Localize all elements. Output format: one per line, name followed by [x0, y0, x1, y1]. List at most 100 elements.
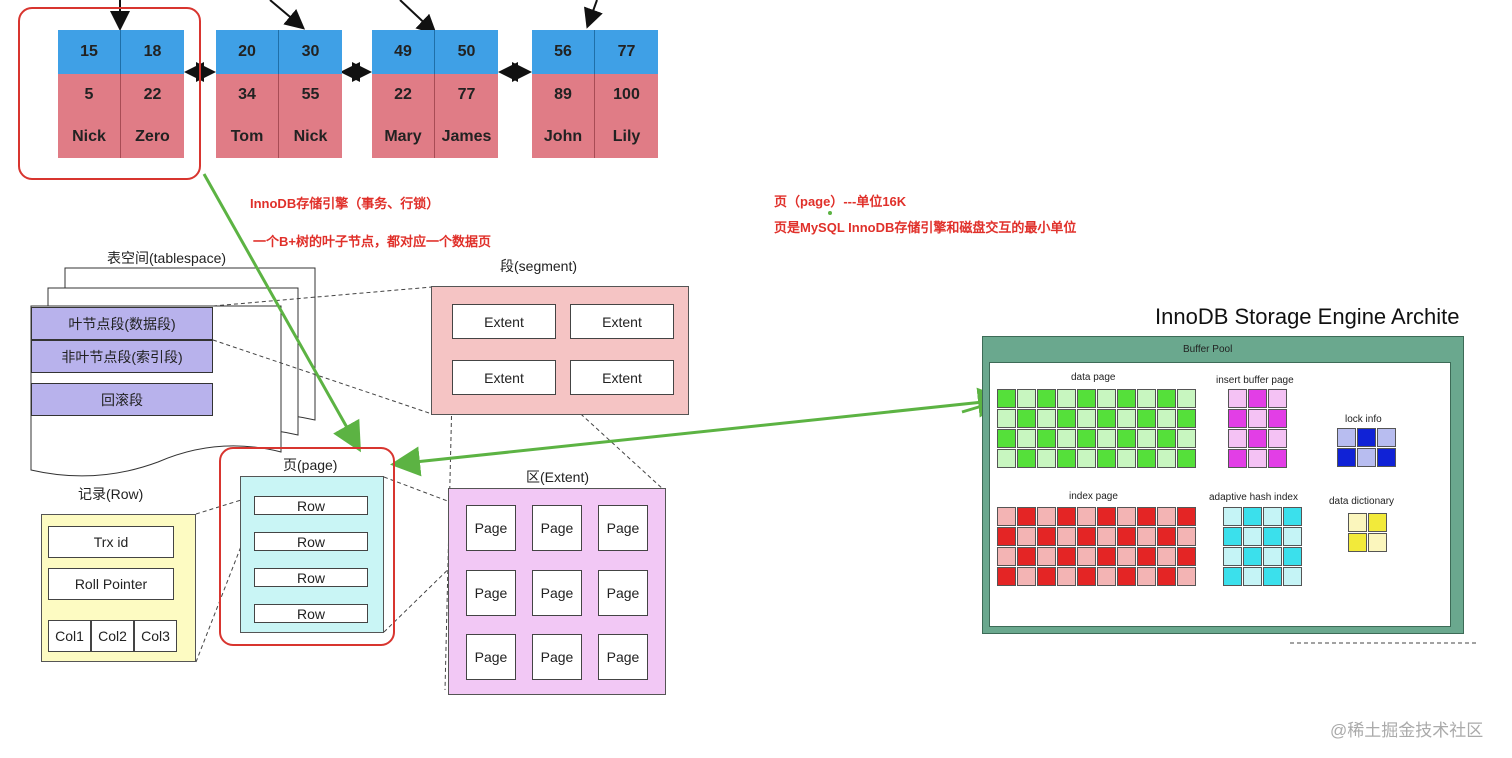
buffer-tile: [1368, 533, 1387, 552]
buffer-tile: [1228, 389, 1247, 408]
innodb-note: InnoDB存储引擎（事务、行锁）: [250, 196, 440, 211]
buffer-tile: [1097, 527, 1116, 546]
buffer-tile: [1248, 429, 1267, 448]
buffer-tile: [1137, 527, 1156, 546]
id-cell: 100: [595, 74, 658, 116]
id-cell: 89: [532, 74, 595, 116]
page-cell: Page: [532, 570, 582, 616]
buffer-tile: [1097, 409, 1116, 428]
buffer-tile: [1157, 449, 1176, 468]
buffer-tile: [1248, 409, 1267, 428]
buffer-tile: [1177, 449, 1196, 468]
extent-box: Extent: [452, 360, 556, 395]
buffer-tile: [1077, 507, 1096, 526]
buffer-tile: [1037, 449, 1056, 468]
segment-title: 段(segment): [500, 258, 578, 274]
buffer-tile: [1117, 567, 1136, 586]
buffer-tile: [1177, 567, 1196, 586]
buffer-tile: [1157, 527, 1176, 546]
page-cell: Page: [466, 634, 516, 680]
pointer-arrow: [584, 0, 603, 29]
buffer-tile: [1077, 449, 1096, 468]
buffer-tile: [997, 409, 1016, 428]
buffer-tile: [1348, 533, 1367, 552]
leaf-segment: 叶节点段(数据段): [31, 307, 213, 340]
page-title: 页(page): [283, 457, 338, 473]
buffer-tile: [1017, 547, 1036, 566]
buffer-tile: [1037, 409, 1056, 428]
row-box: Row: [254, 568, 368, 587]
buffer-tile: [1037, 567, 1056, 586]
buffer-tile: [1077, 429, 1096, 448]
buffer-tile: [997, 527, 1016, 546]
buffer-tile: [1097, 507, 1116, 526]
buffer-tile: [1017, 389, 1036, 408]
buffer-tile: [997, 567, 1016, 586]
buffer-tile: [1283, 527, 1302, 546]
buffer-tile: [1017, 527, 1036, 546]
buffer-tile: [1077, 527, 1096, 546]
buffer-tile: [1097, 567, 1116, 586]
buffer-tile: [1117, 389, 1136, 408]
page-cell: Page: [598, 570, 648, 616]
buffer-tile: [1117, 409, 1136, 428]
extent-title: 区(Extent): [526, 469, 590, 485]
buffer-tile: [1137, 389, 1156, 408]
buffer-tile: [1157, 389, 1176, 408]
index-page-grid: [997, 507, 1196, 586]
id-cell: 22: [121, 74, 184, 116]
buffer-tile: [1283, 507, 1302, 526]
buffer-tile: [997, 389, 1016, 408]
page-cell: Page: [532, 505, 582, 551]
data-page-label: data page: [1071, 372, 1116, 383]
buffer-tile: [1177, 547, 1196, 566]
pointer-arrow: [399, 0, 437, 35]
row-box: Row: [254, 496, 368, 515]
key-cell: 30: [279, 30, 342, 74]
roll-pointer-field: Roll Pointer: [48, 568, 174, 600]
buffer-tile: [1243, 527, 1262, 546]
buffer-tile: [1037, 507, 1056, 526]
index-page-label: index page: [1069, 491, 1118, 502]
buffer-tile: [1377, 428, 1396, 447]
buffer-tile: [1017, 429, 1036, 448]
row-box: Row: [254, 532, 368, 551]
page-definition-note: 页是MySQL InnoDB存储引擎和磁盘交互的最小单位: [774, 220, 1077, 235]
id-cell: 22: [372, 74, 435, 116]
buffer-tile: [1177, 429, 1196, 448]
row-title: 记录(Row): [78, 486, 144, 502]
buffer-tile: [1097, 449, 1116, 468]
buffer-tile: [1137, 567, 1156, 586]
adaptive-hash-label: adaptive hash index: [1209, 492, 1298, 503]
leaf-highlight: [18, 7, 201, 180]
rollback-segment: 回滚段: [31, 383, 213, 416]
insert-buffer-label: insert buffer page: [1216, 375, 1294, 386]
name-cell: Nick: [279, 116, 342, 158]
buffer-tile: [1348, 513, 1367, 532]
id-cell: 34: [216, 74, 279, 116]
buffer-tile: [1037, 429, 1056, 448]
buffer-tile: [1057, 389, 1076, 408]
extent-box: Extent: [570, 304, 674, 339]
buffer-tile: [1017, 567, 1036, 586]
buffer-tile: [1077, 409, 1096, 428]
leaf-to-page-arrow: [202, 173, 361, 453]
buffer-tile: [1057, 507, 1076, 526]
buffer-tile: [1357, 428, 1376, 447]
buffer-tile: [1137, 547, 1156, 566]
name-cell: Zero: [121, 116, 184, 158]
buffer-tile: [1137, 507, 1156, 526]
watermark: @稀土掘金技术社区: [1330, 721, 1484, 740]
buffer-tile: [1223, 547, 1242, 566]
buffer-tile: [1243, 547, 1262, 566]
buffer-tile: [1037, 527, 1056, 546]
buffer-tile: [1248, 389, 1267, 408]
page-size-note: 页（page）---单位16K: [774, 194, 907, 209]
buffer-tile: [1223, 507, 1242, 526]
buffer-tile: [1177, 389, 1196, 408]
buffer-tile: [1057, 449, 1076, 468]
buffer-tile: [1037, 389, 1056, 408]
buffer-tile: [1283, 547, 1302, 566]
key-cell: 77: [595, 30, 658, 74]
buffer-tile: [1157, 507, 1176, 526]
